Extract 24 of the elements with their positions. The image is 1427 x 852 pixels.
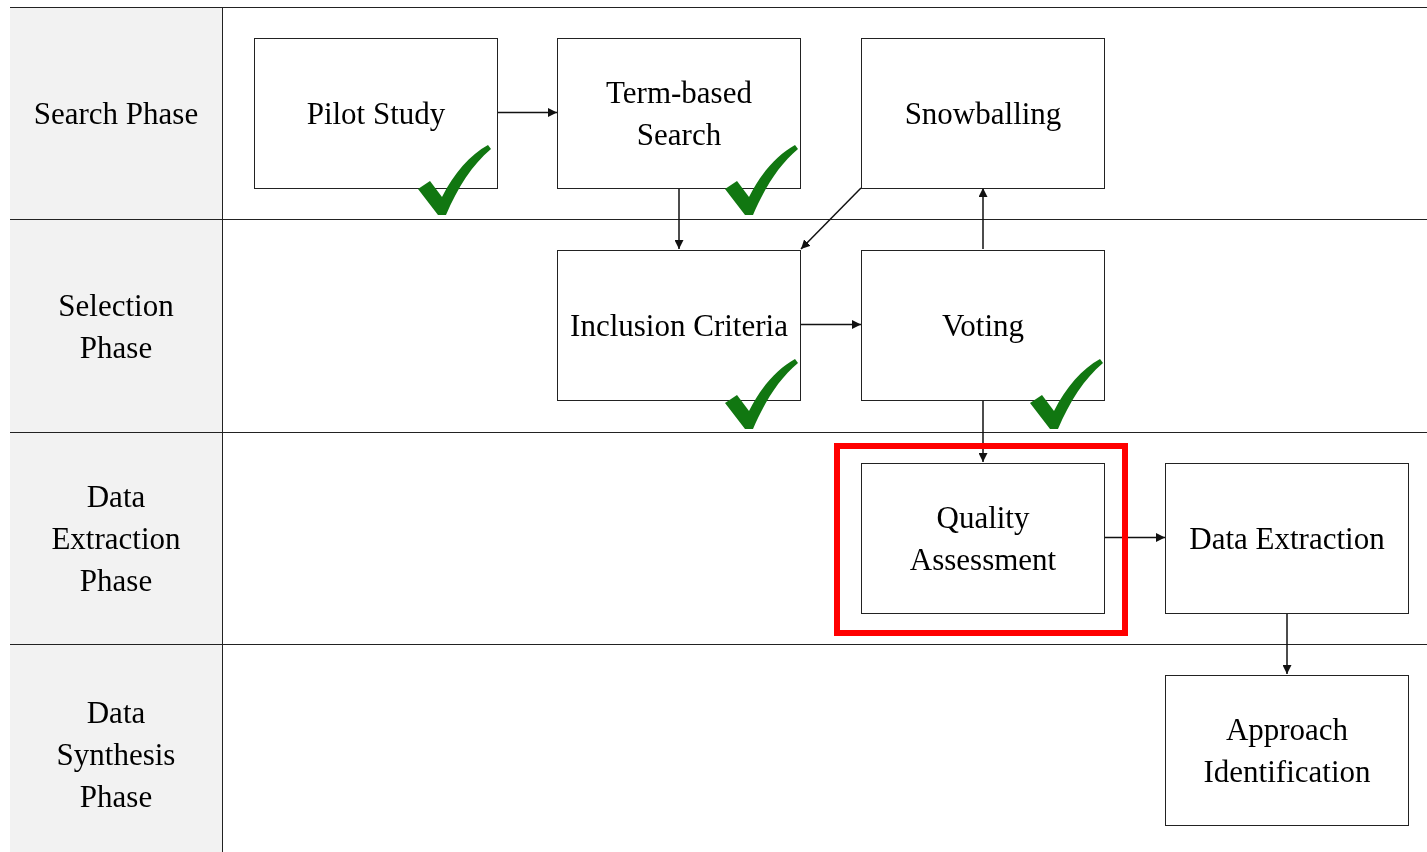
lane-header: Data Extraction Phase [10,433,223,645]
swimlane [10,219,1427,433]
lane-header: Selection Phase [10,220,223,433]
arrow [800,320,862,329]
arrow [1282,612,1292,675]
swimlane [10,7,1427,220]
process-box: Term-based Search [557,38,801,189]
process-box: Pilot Study [254,38,498,189]
swimlane [10,644,1427,852]
lane-header: Search Phase [10,8,223,220]
lane-header: Data Synthesis Phase [10,645,223,852]
arrow [674,187,684,250]
arrow [1104,533,1166,542]
arrow [800,187,862,250]
process-box: Approach Identification [1165,675,1409,826]
process-box: Inclusion Criteria [557,250,801,401]
arrow [978,187,988,250]
process-box: Quality Assessment [861,463,1105,614]
arrow [978,399,988,463]
process-box: Voting [861,250,1105,401]
swimlane [10,432,1427,645]
arrow [497,108,558,117]
process-box: Data Extraction [1165,463,1409,614]
process-box: Snowballing [861,38,1105,189]
